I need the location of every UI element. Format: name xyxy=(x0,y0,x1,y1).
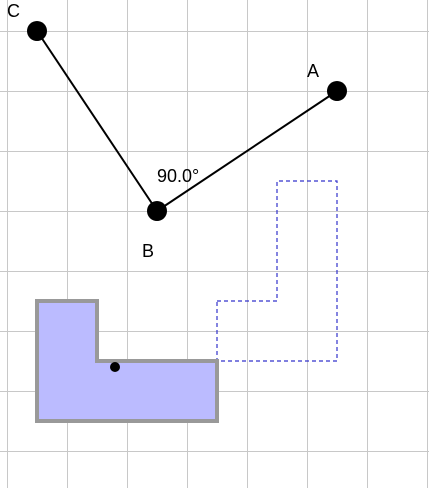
point-b[interactable] xyxy=(147,201,167,221)
angle-segments xyxy=(36,30,338,212)
l-shape-piece[interactable] xyxy=(35,299,219,423)
rotation-pivot-dot[interactable] xyxy=(110,362,120,372)
segment-ba xyxy=(156,90,338,212)
point-c-label: C xyxy=(7,1,20,21)
angle-measure-label: 90.0° xyxy=(157,166,199,186)
labels: A B C 90.0° xyxy=(7,1,319,261)
points[interactable] xyxy=(27,21,347,221)
point-c[interactable] xyxy=(27,21,47,41)
l-shape-body[interactable] xyxy=(35,299,219,423)
point-a-label: A xyxy=(307,61,319,81)
segment-bc xyxy=(36,30,158,212)
point-b-label: B xyxy=(142,241,154,261)
point-a[interactable] xyxy=(327,81,347,101)
